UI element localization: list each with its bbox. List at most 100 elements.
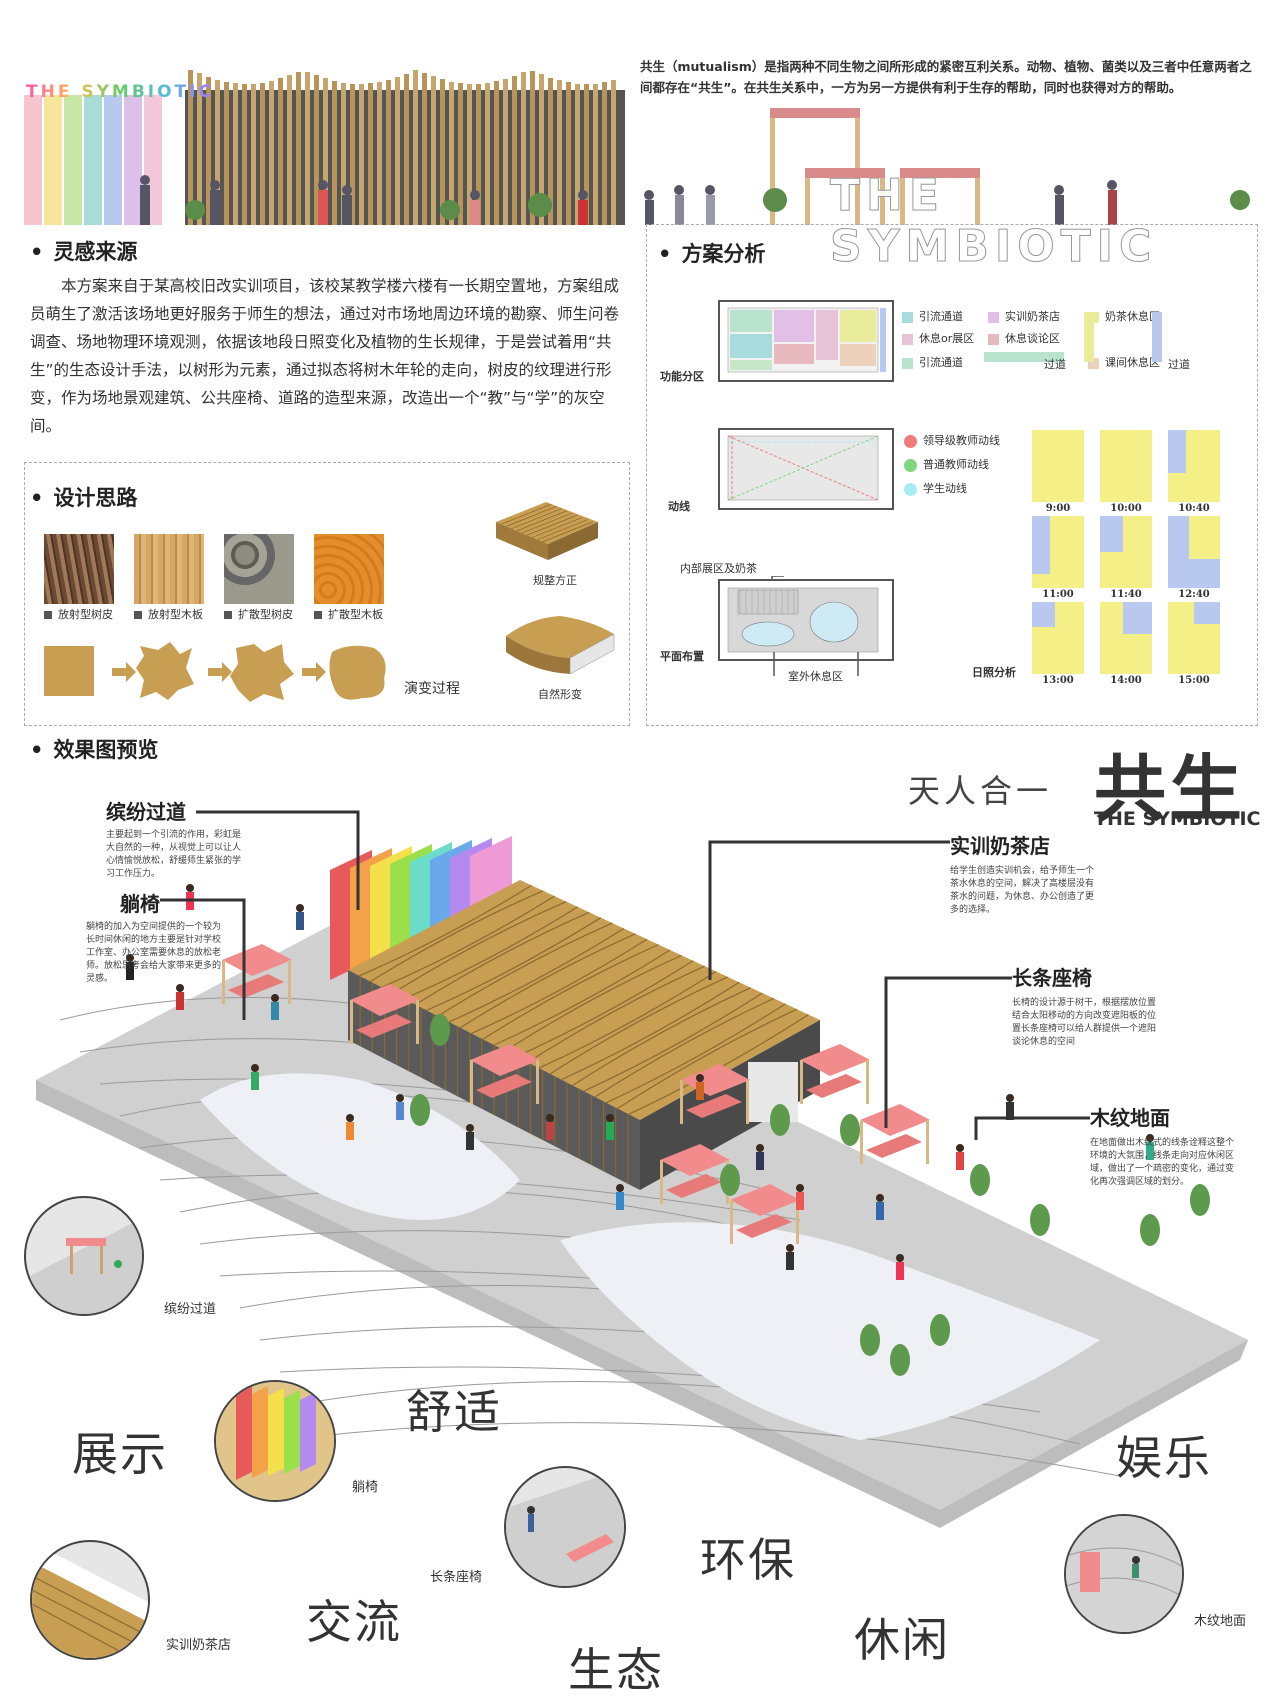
detail-circle-bench [504,1466,626,1588]
detail-circle-teashop [30,1540,150,1660]
person-body [956,1152,964,1170]
banner-slat [206,77,211,225]
callout-floor: 木纹地面 在地面做出木纹式的线条诠释这整个环境的大氛围，线条走向对应休闲区域，做… [1090,1102,1240,1189]
banner-slat [539,74,544,225]
form-natural-graphic [506,616,615,675]
sun-cell [1168,430,1220,502]
sun-time-label: 14:00 [1110,675,1142,686]
plant [840,1114,860,1146]
brand-en: THE SYMBIOTIC [1094,808,1261,830]
person-body [796,1192,804,1210]
layout-plan [718,576,894,676]
sun-time-label: 9:00 [1045,503,1071,514]
banner-slat [602,82,607,225]
form-line [501,503,552,525]
banner-slat [197,73,202,225]
pergolas [222,944,930,1244]
pergola-post [680,1080,683,1124]
pergola-roof [730,1184,800,1216]
sun-time-label: 10:40 [1178,503,1210,514]
keyword-communication: 交流 [306,1595,402,1649]
banner-slat [359,84,364,225]
render-plants [410,1014,1210,1376]
detail-circle-lounger [214,1380,336,1502]
slogan: 天人合一 [908,772,1053,810]
callout-lounger: 躺椅 躺椅的加入为空间提供的一个较为长时间休闲的地方主要是针对学校工作室、办公室… [86,888,226,986]
sun-cell [1168,602,1220,674]
person-body [876,1202,884,1220]
banner-slat [224,82,229,225]
pergola-post [416,1000,419,1044]
keyword-entertainment: 娱乐 [1116,1431,1212,1485]
sun-time-label: 13:00 [1042,675,1074,686]
banner-slat [476,84,481,225]
callout-text-lounger: 躺椅的加入为空间提供的一个较为长时间休闲的地方主要是针对学校工作室、办公室需要休… [86,922,222,984]
legend-swatch-4 [902,333,913,345]
flow-plan [718,428,894,510]
legend-swatch-1 [902,311,913,323]
banner-slat [548,78,553,225]
pavilion-line [426,917,602,1011]
floor-line [319,1422,1121,1477]
banner-logo: THE SYMBIOTIC [26,82,214,102]
pavilion-line [358,884,532,977]
person-head [1006,1094,1014,1102]
sun-cell [1100,430,1152,502]
pergola-roof [222,944,292,976]
sun-shade [1032,516,1051,574]
pergola-post [746,1080,749,1124]
sun-shade [1194,602,1220,624]
form-line [527,514,578,536]
banner-slat [314,75,319,225]
sun-cell [1168,516,1220,588]
person-body [466,1132,474,1150]
flow-swatch-2 [904,458,917,472]
layout-outer-label: 室外休息区 [788,670,843,683]
legend-label-3: 奶茶休息区 [1105,310,1160,323]
banner-slat [305,72,310,225]
person-head [271,994,279,1002]
form-regular-label: 规整方正 [533,574,577,587]
form-line [516,510,567,532]
sun-shade [1123,602,1152,635]
callout-title-rainbow: 缤纷过道 [106,800,186,824]
analysis-box [646,224,1258,726]
design-title: 设计思路 [30,482,137,512]
person-body [346,1122,354,1140]
pergola-roof [470,1044,540,1076]
plant [720,1164,740,1196]
plant [1030,1204,1050,1236]
pergola-bench [806,1074,862,1098]
pavilion-line [482,944,659,1040]
pavilion-line [504,954,682,1052]
banner-slat [242,84,247,225]
texture-row [44,534,404,614]
legend-swatch-6 [902,357,913,369]
sun-shade [1188,516,1220,560]
person-head [616,1184,624,1192]
pavilion-line [606,1003,786,1104]
callout-text-rainbow: 主要起到一个引流的作用，彩虹是大自然的一种，从视觉上可以让人心情愉悦放松，舒缓师… [106,830,242,879]
sun-shade [1032,430,1084,502]
banner-slat [467,84,472,225]
banner-slat [449,82,454,225]
callout-text-teashop: 给学生创造实训机会，给予师生一个茶水休息的空间，解决了高楼层没有茶水的问题，为休… [950,866,1095,915]
callout-title-floor: 木纹地面 [1090,1106,1170,1130]
person-head [956,1144,964,1152]
legend-label-6: 引流通道 [919,356,963,369]
pergola-post [350,1000,353,1044]
flow-legend: 领导级教师动线 普通教师动线 学生动线 [904,432,1044,502]
layout-inner-label: 内部展区及奶茶 [680,562,757,575]
texture-radial-board [134,534,204,604]
sun-time-label: 11:40 [1110,589,1142,600]
banner-slat [251,84,256,225]
person-head [606,1114,614,1122]
preview-title: 效果图预览 [30,734,158,764]
person-head [896,1254,904,1262]
pergola-bench [686,1094,742,1118]
design-box [24,462,630,726]
callout-teashop: 实训奶茶店 给学生创造实训机会，给予师生一个茶水休息的空间，解决了高楼层没有茶水… [950,830,1100,917]
person-body [1006,1102,1014,1120]
pavilion-line [527,965,705,1063]
